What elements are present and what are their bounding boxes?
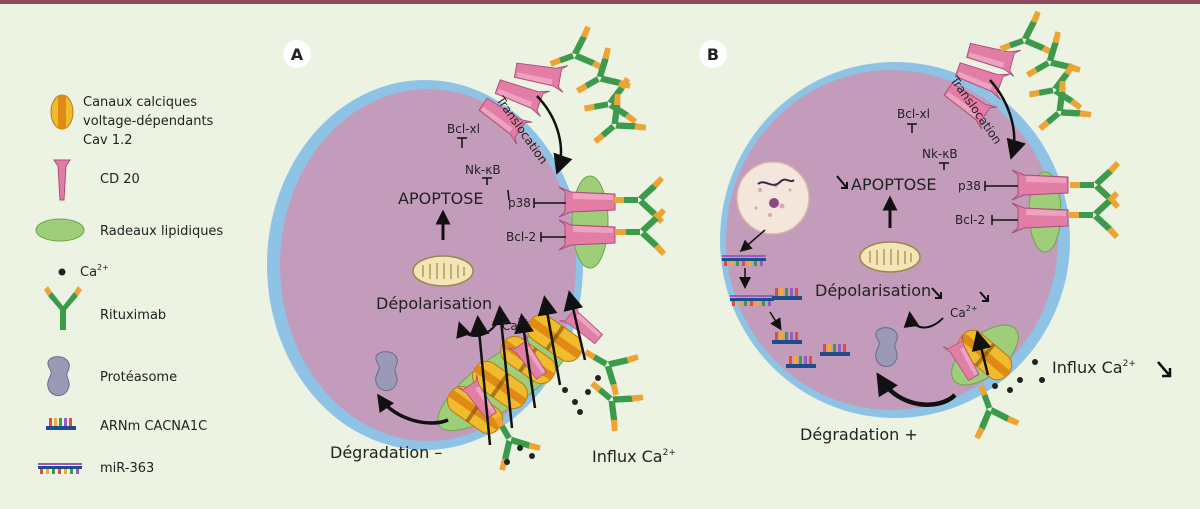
legend-channels-line2: voltage-dépendants (83, 114, 214, 129)
legend-rituximab: Rituximab (100, 308, 166, 323)
panel-a-depolarisation: Dépolarisation (376, 294, 492, 313)
rituximab-legend-icon (44, 286, 82, 330)
panel-a-rituximab-4 (579, 91, 649, 161)
legend-mir: miR-363 (100, 461, 154, 476)
panel-a-marker-circle (283, 40, 311, 68)
lipid-raft-legend-icon (35, 218, 85, 242)
panel-b-degradation-arrow (876, 372, 957, 407)
mrna-legend-icon (46, 418, 76, 430)
panel-a-ca-arrow (456, 321, 498, 339)
panel-b-depolarisation: Dépolarisation (815, 281, 931, 300)
panel-b-cell-cytoplasm (726, 70, 1058, 410)
panel-b-nkkb-inhibit (939, 162, 949, 170)
panel-b-nucleus-arrow (739, 229, 766, 252)
panel-a-bclxl: Bcl-xl (447, 122, 480, 136)
panel-a-nkkb: Nk-κB (465, 163, 501, 177)
panel-b-nucleus (736, 161, 810, 235)
panel-b-influx: Influx Ca2+ (1052, 358, 1136, 377)
panel-b-bcl2-inhibit (991, 215, 1018, 225)
panel-b-mir-hairpin (757, 178, 795, 186)
panel-a-lipid-raft (571, 175, 609, 269)
panel-b-ca-label: Ca2+ (950, 304, 978, 320)
panel-a-apoptose: APOPTOSE (398, 189, 483, 208)
calcium-ion-legend-icon (58, 268, 66, 276)
panel-b-influx-arrow (971, 330, 992, 376)
proteasome-legend-icon (47, 356, 70, 397)
panel-b-mrna-fragment-2 (820, 344, 850, 356)
panel-a-bcl2-inhibit (540, 232, 566, 242)
panel-a-influx: Influx Ca2+ (592, 447, 676, 466)
panel-a-p38: p38 (508, 196, 531, 210)
legend-channels-line1: Canaux calciques (83, 95, 197, 110)
panel-a-mitochondrion (412, 255, 474, 287)
panel-b-apoptose-decrease-icon (836, 175, 848, 189)
panel-a-degradation: Dégradation – (330, 443, 442, 462)
mir-legend-icon (38, 463, 82, 474)
panel-a-calcium-ions (504, 375, 601, 465)
legend: Canaux calciques voltage-dépendants Cav … (35, 94, 223, 476)
panel-b-p38-inhibit (984, 181, 1018, 191)
panel-b-marker: B (707, 45, 719, 64)
panel-b-depolarisation-decrease-icon (931, 287, 942, 299)
panel-b-ca-arrow (903, 311, 944, 329)
legend-mrna: ARNm CACNA1C (100, 419, 207, 434)
panel-a-bclxl-inhibit (457, 137, 467, 148)
cd20-legend-icon (53, 159, 71, 201)
legend-calcium: Ca2+ (80, 263, 109, 280)
panel-a: A (267, 24, 676, 473)
panel-a-influx-arrows (469, 290, 587, 446)
panel-b-proteasome (875, 327, 898, 368)
panel-a-rituximab-2 (565, 45, 633, 112)
panel-b-calcium-ions (992, 359, 1045, 393)
panel-b-degrade-arrow (769, 311, 782, 331)
panel-a-rituximab-bottom-2 (573, 331, 641, 398)
panel-b-bcl2: Bcl-2 (955, 213, 985, 227)
panel-b-influx-decrease-icon (1157, 361, 1172, 378)
panel-b-rituximab-2 (1015, 29, 1083, 96)
legend-proteasome: Protéasome (100, 370, 177, 385)
legend-lipid-rafts: Radeaux lipidiques (100, 224, 223, 239)
panel-b-nkkb: Nk-κB (922, 147, 958, 161)
panel-b-marker-circle (699, 40, 727, 68)
legend-cd20: CD 20 (100, 172, 140, 187)
panel-b-mrna-fragment-1 (772, 332, 802, 344)
panel-b-rituximab-raft-2 (1069, 191, 1119, 239)
panel-a-marker: A (291, 45, 304, 64)
panel-b-bclxl-inhibit (907, 123, 917, 133)
calcium-channel-legend-icon (50, 94, 74, 130)
panel-a-proteasome (375, 351, 398, 392)
panel-a-rituximab-raft-2 (616, 208, 666, 256)
panel-b: B Translocation (699, 9, 1172, 444)
panel-a-bcl2: Bcl-2 (506, 230, 536, 244)
panel-b-translocation-arrow (989, 79, 1026, 160)
panel-a-ca-label: Ca2+ (502, 317, 530, 333)
panel-b-mitochondrion (859, 241, 921, 273)
panel-b-nucleolus (769, 198, 779, 208)
panel-b-nucleus-texture (754, 184, 792, 217)
panel-b-degradation: Dégradation + (800, 425, 918, 444)
top-border-bar (0, 0, 1200, 4)
panel-b-apoptose: APOPTOSE (851, 175, 936, 194)
panel-a-translocation-arrow (536, 95, 573, 175)
panel-b-ca-decrease-icon (979, 291, 989, 302)
panel-a-p38-inhibit (533, 198, 566, 208)
legend-channels-line3: Cav 1.2 (83, 133, 133, 148)
panel-b-mrna-fragment-3 (786, 356, 816, 368)
panel-b-bclxl: Bcl-xl (897, 107, 930, 121)
panel-b-p38: p38 (958, 179, 981, 193)
panel-a-degradation-arrow (377, 393, 449, 425)
panel-a-p38-nkkb-link (507, 189, 510, 201)
panel-a-nkkb-inhibit (482, 177, 492, 185)
